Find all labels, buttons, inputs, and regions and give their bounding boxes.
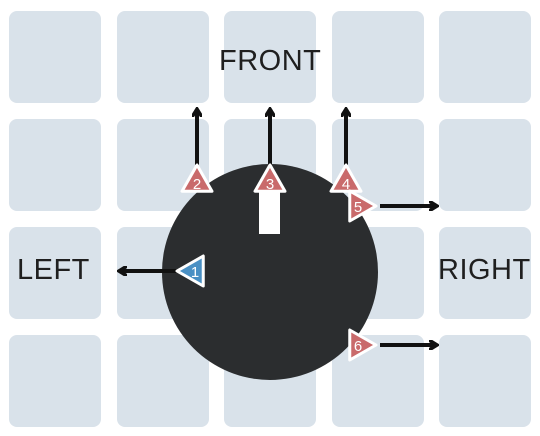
sensor-number: 4 xyxy=(342,176,350,193)
grid-cell xyxy=(9,335,101,427)
left-label: LEFT xyxy=(17,254,90,286)
sensor-number: 2 xyxy=(193,176,201,193)
grid-cell xyxy=(439,227,531,319)
sensor-2: 2 xyxy=(180,110,214,193)
heading-marker xyxy=(259,190,280,234)
grid-cell xyxy=(224,11,316,103)
sensor-number: 6 xyxy=(354,338,362,355)
right-label: RIGHT xyxy=(438,254,531,286)
sensor-number: 5 xyxy=(354,199,362,216)
sensor-5: 5 xyxy=(348,189,436,223)
sensor-4: 4 xyxy=(329,110,363,193)
grid-cell xyxy=(332,335,424,427)
sensor-number: 1 xyxy=(191,264,199,281)
sensor-triangle-icon xyxy=(348,189,378,223)
sensor-triangle-icon xyxy=(253,163,287,193)
grid-cell xyxy=(9,227,101,319)
sensor-triangle-icon xyxy=(175,254,205,288)
grid-cell xyxy=(332,11,424,103)
sensor-triangle-icon xyxy=(348,328,378,362)
front-label: FRONT xyxy=(219,45,322,77)
sensor-1: 1 xyxy=(120,254,205,288)
grid-cell xyxy=(117,335,209,427)
sensor-6: 6 xyxy=(348,328,436,362)
grid-cell xyxy=(439,119,531,211)
robot xyxy=(162,164,378,380)
robot-body xyxy=(162,164,378,380)
grid-cell xyxy=(439,11,531,103)
sensor-3: 3 xyxy=(253,110,287,193)
sensor-triangle-icon xyxy=(329,163,363,193)
grid-cell xyxy=(9,119,101,211)
grid-cell xyxy=(9,11,101,103)
sensor-triangle-icon xyxy=(180,163,214,193)
grid-cell xyxy=(117,11,209,103)
grid-cell xyxy=(439,335,531,427)
sensor-number: 3 xyxy=(266,176,274,193)
sensor-layer: 1 2 3 45 6 xyxy=(120,110,436,362)
